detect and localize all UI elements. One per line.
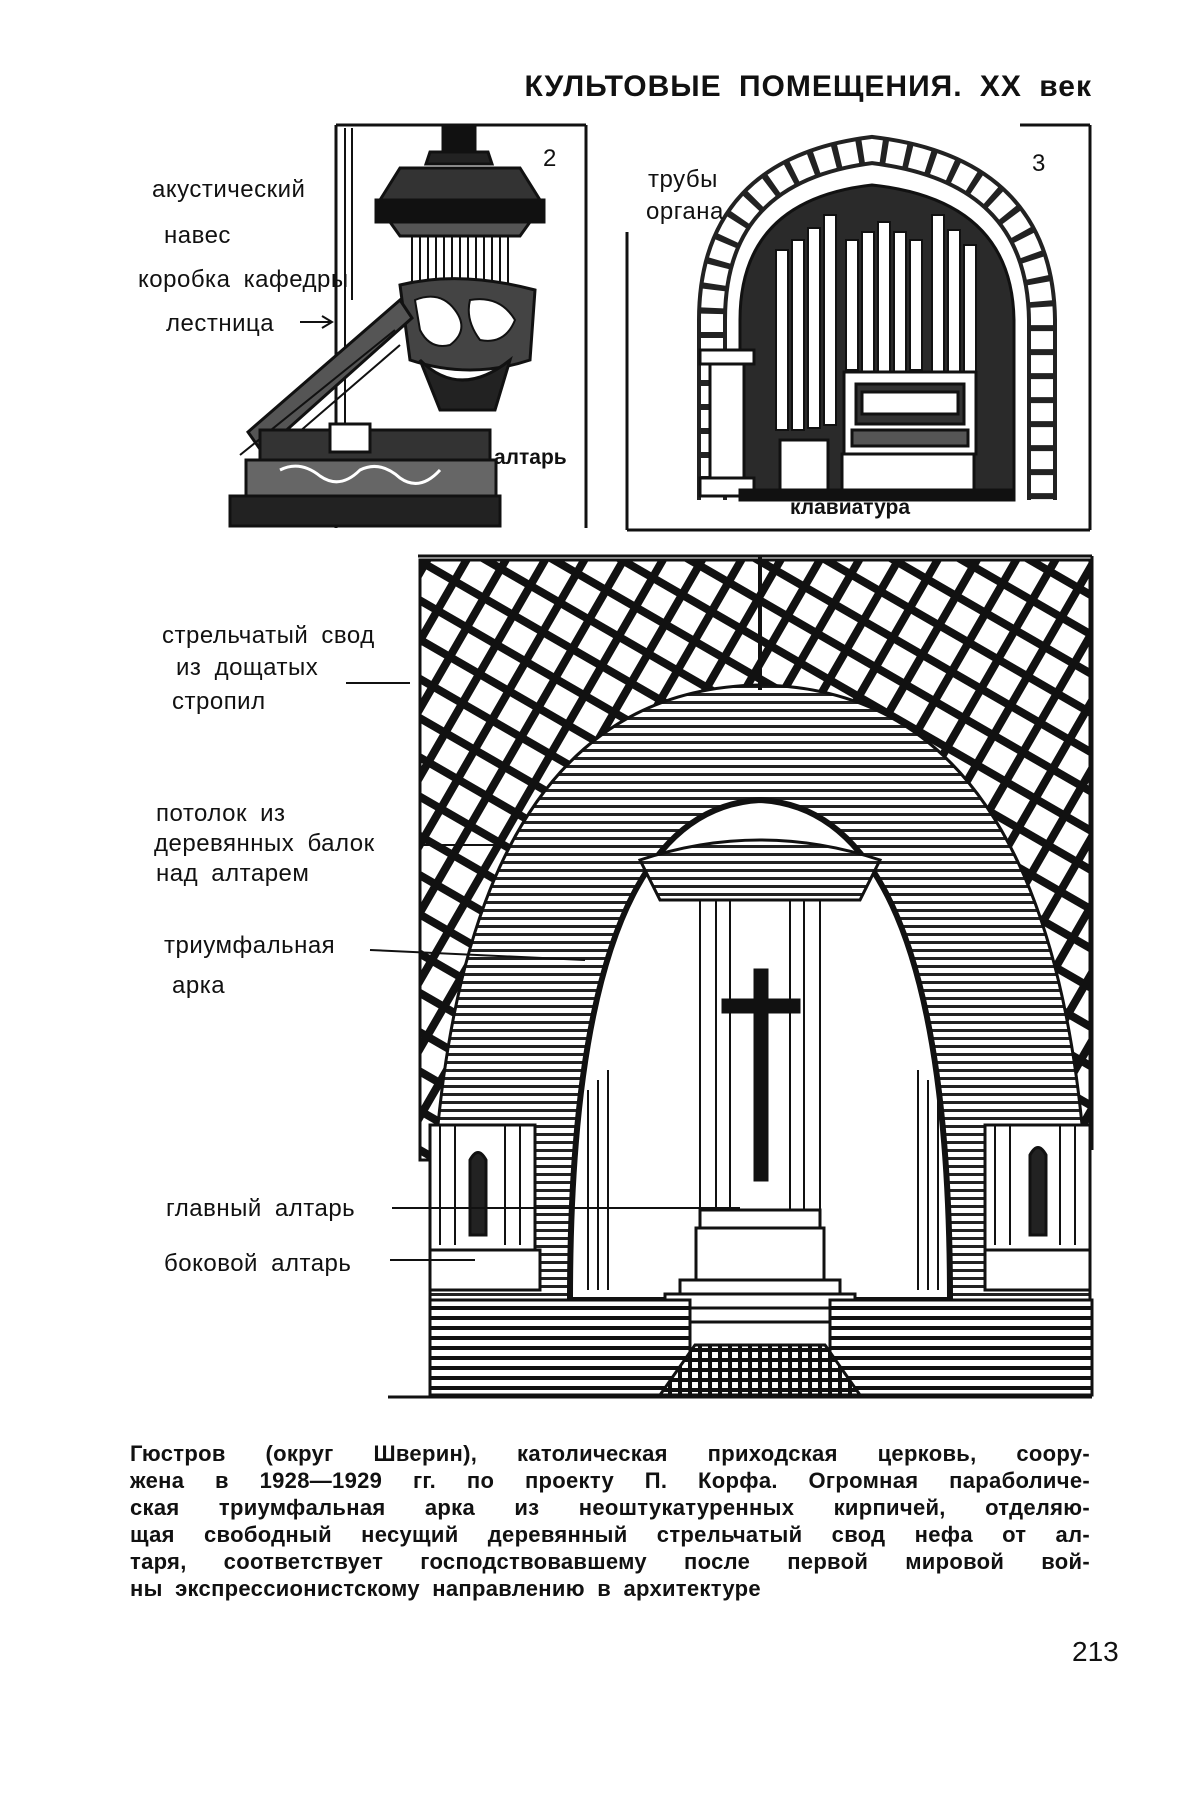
- label-vault-line1: стрельчатый свод: [162, 622, 375, 650]
- label-vault-line2: из дощатых: [176, 654, 318, 682]
- label-triumphal-arch-line2: арка: [172, 972, 225, 1000]
- label-main-altar: главный алтарь: [166, 1195, 355, 1223]
- label-side-altar: боковой алтарь: [164, 1250, 351, 1278]
- figure-number-2: 2: [543, 145, 556, 173]
- label-acoustic-canopy-line1: акустический: [152, 176, 305, 204]
- label-keyboard: клавиатура: [790, 496, 910, 520]
- label-acoustic-canopy-line2: навес: [164, 222, 231, 250]
- label-pulpit-box: коробка кафедры: [138, 266, 349, 294]
- caption-line: Гюстров (округ Шверин), католическая при…: [130, 1440, 1090, 1467]
- label-organ-pipes-line1: трубы: [648, 166, 718, 194]
- label-triumphal-arch-line1: триумфальная: [164, 932, 335, 960]
- figure-caption: Гюстров (округ Шверин), католическая при…: [130, 1440, 1090, 1602]
- caption-line: щая свободный несущий деревянный стрельч…: [130, 1521, 1090, 1548]
- caption-line: жена в 1928—1929 гг. по проекту П. Корфа…: [130, 1467, 1090, 1494]
- page-heading: КУЛЬТОВЫЕ ПОМЕЩЕНИЯ. XX век: [525, 70, 1093, 104]
- label-organ-pipes-line2: органа: [646, 198, 724, 226]
- caption-line: ны экспрессионистскому направлению в арх…: [130, 1575, 1090, 1602]
- label-vault-line3: стропил: [172, 688, 266, 716]
- figure-number-3: 3: [1032, 150, 1045, 178]
- label-ceiling-line1: потолок из: [156, 800, 286, 828]
- caption-line: таря, соответствует господствовавшему по…: [130, 1548, 1090, 1575]
- page-number: 213: [1072, 1636, 1119, 1668]
- label-staircase: лестница: [166, 310, 274, 338]
- label-ceiling-line2: деревянных балок: [154, 830, 375, 858]
- caption-line: ская триумфальная арка из неоштукатуренн…: [130, 1494, 1090, 1521]
- label-altar: алтарь: [494, 446, 567, 470]
- label-ceiling-line3: над алтарем: [156, 860, 309, 888]
